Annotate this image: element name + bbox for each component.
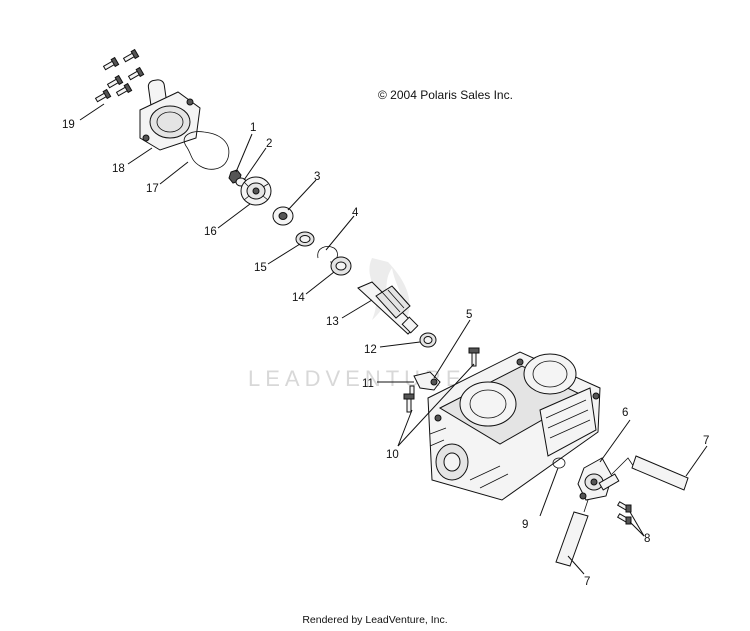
bolt-set: [94, 48, 145, 103]
pump-shaft: [357, 281, 419, 335]
crankcase: [427, 351, 601, 501]
copyright-notice: © 2004 Polaris Sales Inc.: [378, 88, 513, 102]
mounting-bolt: [403, 347, 480, 413]
leader-lines: [79, 103, 708, 575]
callout-19: 19: [62, 119, 75, 131]
callout-9: 9: [522, 519, 528, 531]
callout-7-upper: 7: [703, 435, 709, 447]
callout-16: 16: [204, 226, 217, 238]
callout-5: 5: [466, 309, 472, 321]
callout-15: 15: [254, 262, 267, 274]
fitting: [409, 371, 441, 397]
pump-cover: [139, 79, 201, 151]
screw-set: [579, 492, 632, 525]
callout-11: 11: [362, 378, 374, 390]
callout-8: 8: [644, 533, 650, 545]
mechanical-seal: [272, 206, 294, 226]
watermark: LEADVENTURE: [248, 258, 461, 391]
footer-credit: Rendered by LeadVenture, Inc.: [302, 614, 448, 626]
callout-12: 12: [364, 344, 377, 356]
callout-17: 17: [146, 183, 159, 195]
callout-2: 2: [266, 138, 272, 150]
callouts: 19 18 17 1 2 16 3 15 4 14 13 12 11 5 10 …: [62, 119, 709, 588]
callout-14: 14: [292, 292, 305, 304]
callout-7-lower: 7: [584, 576, 590, 588]
callout-4: 4: [352, 207, 359, 219]
callout-6: 6: [622, 407, 628, 419]
gasket: [183, 131, 230, 170]
o-ring: [552, 457, 566, 469]
callout-13: 13: [326, 316, 339, 328]
callout-10: 10: [386, 449, 399, 461]
oil-hose-lower: [555, 499, 589, 567]
oil-seal: [295, 231, 315, 247]
oil-hose-upper: [611, 455, 689, 491]
callout-1: 1: [250, 122, 256, 134]
callout-3: 3: [314, 171, 320, 183]
callout-18: 18: [112, 163, 125, 175]
bearing: [330, 256, 352, 276]
shaft-bearing: [419, 332, 437, 348]
impeller: [240, 176, 272, 206]
oil-pump: [577, 457, 620, 501]
